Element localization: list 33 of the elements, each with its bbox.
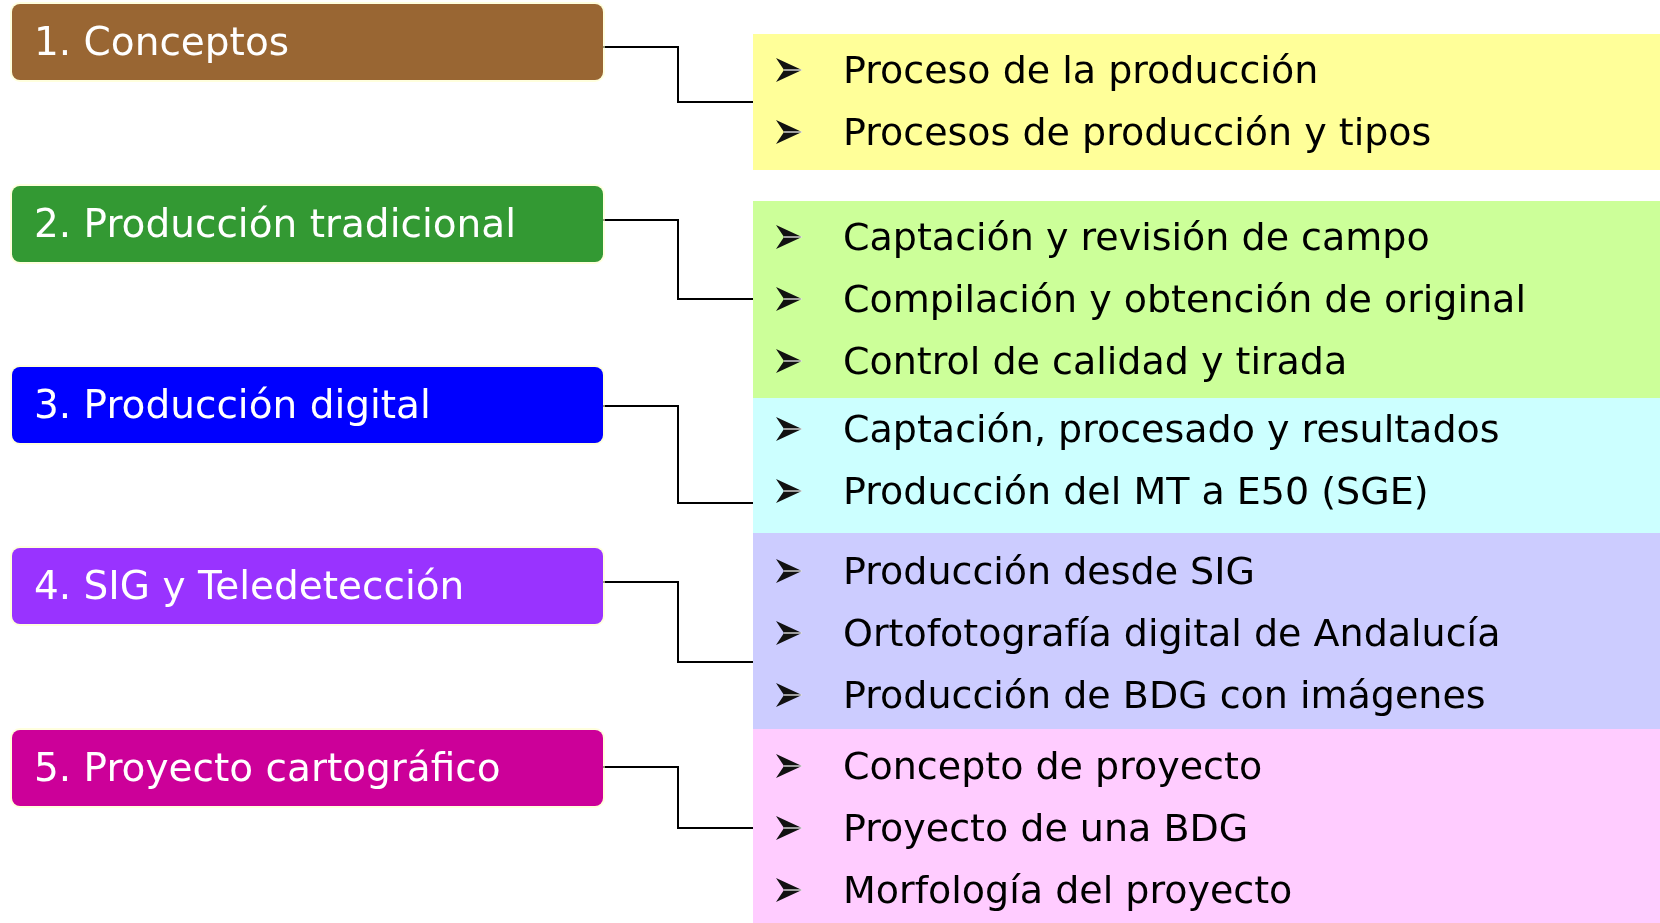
list-item-text: Ortofotografía digital de Andalucía — [843, 609, 1501, 657]
connector-line — [602, 219, 754, 300]
topic-title: 4. SIG y Teledetección — [34, 561, 465, 610]
list-item-text: Morfología del proyecto — [843, 866, 1293, 914]
topic-box — [12, 730, 603, 806]
topic-box — [12, 367, 603, 443]
topic-title: 5. Proyecto cartográfico — [34, 743, 501, 792]
subtopic-panel — [753, 201, 1660, 398]
list-item-text: Captación y revisión de campo — [843, 213, 1430, 261]
topic-title: 1. Conceptos — [34, 17, 290, 66]
connector-line — [602, 405, 754, 504]
list-item-text: Proceso de la producción — [843, 46, 1319, 94]
list-item-text: Concepto de proyecto — [843, 742, 1263, 790]
subtopic-panel — [753, 533, 1660, 729]
topic-box — [12, 548, 603, 624]
list-item-text: Producción de BDG con imágenes — [843, 671, 1486, 719]
connector-line — [602, 766, 754, 829]
subtopic-panel — [753, 398, 1660, 533]
topic-title: 2. Producción tradicional — [34, 199, 517, 248]
topic-box — [12, 186, 603, 262]
subtopic-panel — [753, 34, 1660, 170]
connector-line — [602, 581, 754, 663]
topic-box — [12, 4, 603, 80]
subtopic-panel — [753, 729, 1660, 923]
list-item-text: Captación, procesado y resultados — [843, 405, 1500, 453]
list-item-text: Proyecto de una BDG — [843, 804, 1249, 852]
list-item-text: Control de calidad y tirada — [843, 337, 1348, 385]
list-item-text: Producción desde SIG — [843, 547, 1255, 595]
connector-line — [602, 46, 754, 103]
list-item-text: Procesos de producción y tipos — [843, 108, 1432, 156]
list-item-text: Compilación y obtención de original — [843, 275, 1526, 323]
list-item-text: Producción del MT a E50 (SGE) — [843, 467, 1429, 515]
topic-title: 3. Producción digital — [34, 380, 431, 429]
